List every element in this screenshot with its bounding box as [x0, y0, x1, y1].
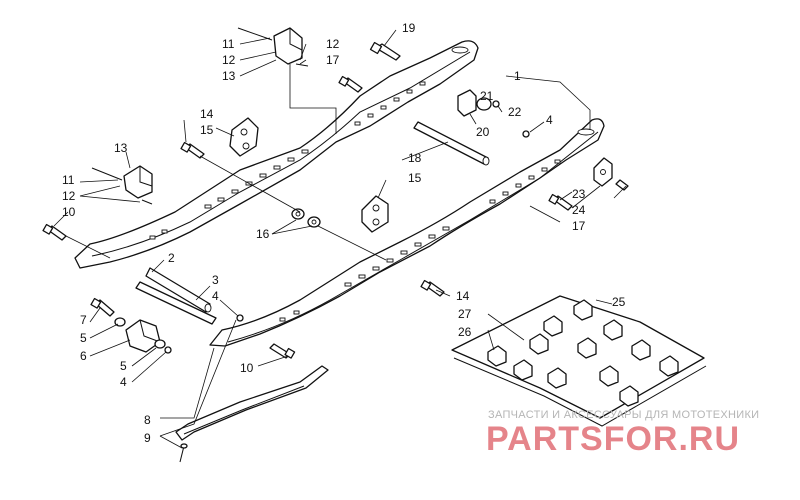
- bracket-15-rear: [229, 117, 259, 157]
- callout-2: 2: [168, 251, 175, 265]
- bolt-10-left: [42, 223, 67, 241]
- leader-lines: [53, 29, 627, 449]
- callout-1: 1: [514, 69, 521, 83]
- bolt-7: [90, 297, 115, 317]
- nut-4-lower: [164, 346, 172, 354]
- callout-21: 21: [480, 89, 494, 103]
- bolt-23-side: [615, 179, 629, 191]
- callout-10-front: 10: [240, 361, 254, 375]
- callout-4-rear: 4: [546, 113, 553, 127]
- spacer-21: [476, 97, 492, 111]
- callout-23: 23: [572, 187, 586, 201]
- callout-25: 25: [612, 295, 626, 309]
- callout-18: 18: [408, 151, 422, 165]
- cross-shaft-18: [413, 121, 490, 166]
- callout-9: 9: [144, 431, 151, 445]
- callout-13-top: 13: [222, 69, 236, 83]
- wear-strip-8: [175, 365, 329, 441]
- callout-14-top: 14: [200, 107, 214, 121]
- callout-12-left: 12: [62, 189, 76, 203]
- callout-3: 3: [212, 273, 219, 287]
- callout-12-top: 12: [222, 53, 236, 67]
- callout-12-top-right: 12: [326, 37, 340, 51]
- screw-9: [179, 443, 188, 463]
- callout-26: 26: [458, 325, 472, 339]
- bracket-23-front: [593, 157, 613, 187]
- callout-4-lower: 4: [120, 375, 127, 389]
- callout-19: 19: [402, 21, 416, 35]
- callout-11-left: 11: [62, 173, 75, 187]
- watermark: ЗАПЧАСТИ И АКСЕССУАРЫ ДЛЯ МОТОТЕХНИКИ PA…: [486, 409, 759, 458]
- callout-5-upper: 5: [80, 331, 87, 345]
- callout-15-top: 15: [200, 123, 214, 137]
- callout-20: 20: [476, 125, 490, 139]
- stopper-block-13-top: [237, 27, 309, 67]
- callout-15-front: 15: [408, 171, 422, 185]
- callout-6: 6: [80, 349, 87, 363]
- callout-labels: 11 12 13 12 17 19 1 21 22 20 4 18 14 15 …: [62, 21, 626, 445]
- callout-7: 7: [80, 313, 87, 327]
- callout-24: 24: [572, 203, 586, 217]
- bolt-24: [548, 193, 573, 211]
- callout-17-front: 17: [572, 219, 586, 233]
- cross-shaft-3: [135, 281, 217, 325]
- track-lugs: [487, 299, 679, 407]
- watermark-logo: PARTSFOR.RU: [486, 420, 740, 458]
- rail-hole-row: [279, 159, 561, 322]
- track-25: [451, 295, 707, 427]
- nut-4-upper: [236, 314, 244, 322]
- callout-11-top: 11: [222, 37, 235, 51]
- nut-16: [291, 208, 321, 228]
- stopper-block-13-left: [91, 165, 153, 205]
- bolt-17-top: [338, 75, 363, 93]
- spacer-20: [457, 89, 477, 117]
- callout-5-lower: 5: [120, 359, 127, 373]
- bolt-10-front: [269, 343, 296, 359]
- callout-17-top: 17: [326, 53, 340, 67]
- callout-14-front: 14: [456, 289, 470, 303]
- callout-8: 8: [144, 413, 151, 427]
- callout-16: 16: [256, 227, 270, 241]
- front-slide-rail: [209, 118, 605, 347]
- callout-22: 22: [508, 105, 522, 119]
- washer-5-right: [154, 339, 166, 349]
- bolt-19: [369, 41, 401, 61]
- callout-13-left: 13: [114, 141, 128, 155]
- idler-wheel-6: [125, 319, 161, 353]
- bracket-15-front: [361, 195, 389, 233]
- nut-22: [492, 100, 500, 108]
- callout-4-upper: 4: [212, 289, 219, 303]
- bolt-14-top: [180, 141, 205, 159]
- callout-27: 27: [458, 307, 472, 321]
- cross-shaft-2: [145, 267, 212, 313]
- watermark-tagline: ЗАПЧАСТИ И АКСЕССУАРЫ ДЛЯ МОТОТЕХНИКИ: [488, 409, 759, 421]
- bolt-14-front: [420, 279, 445, 297]
- callout-10-left: 10: [62, 205, 76, 219]
- nut-4-rear: [522, 130, 530, 138]
